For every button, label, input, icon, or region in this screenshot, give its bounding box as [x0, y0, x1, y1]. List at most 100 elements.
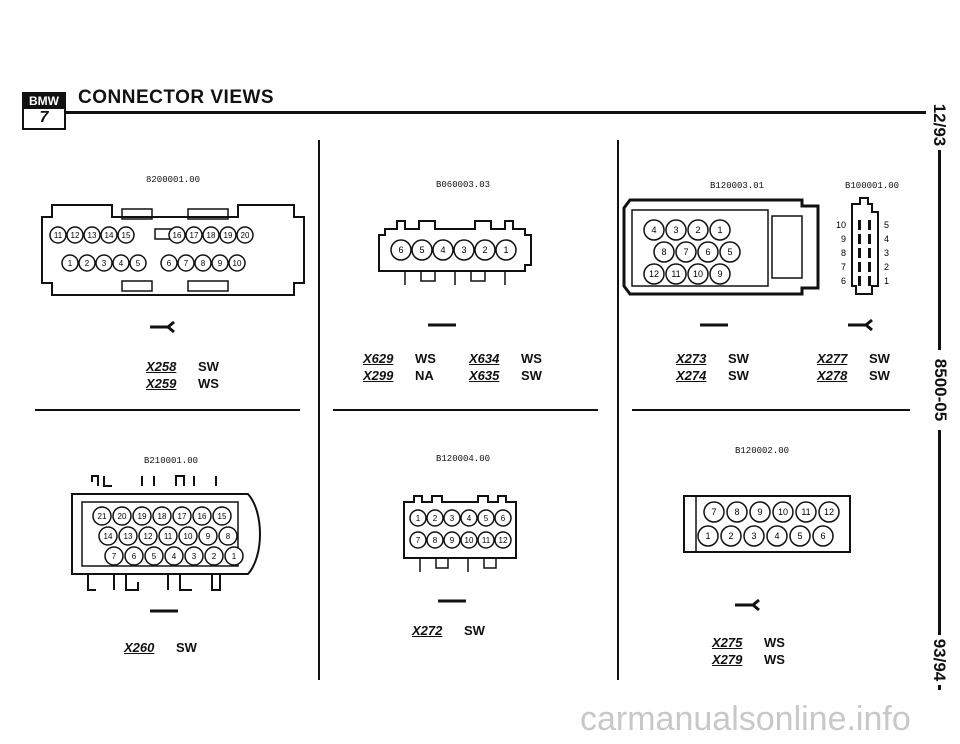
pin-circle — [665, 263, 687, 285]
pin-circle — [152, 506, 172, 526]
pin-label: 1 — [717, 225, 722, 235]
pin-circle — [720, 525, 742, 547]
pin-circle — [743, 525, 765, 547]
pin-label: 4 — [440, 245, 445, 255]
pin-label: 14 — [105, 231, 114, 240]
pin-label: 6 — [705, 247, 710, 257]
pin-circle — [83, 226, 101, 244]
pin-blade — [868, 234, 871, 244]
pin-circle — [426, 531, 444, 549]
pin-circle — [426, 509, 444, 527]
pin-circle — [409, 531, 427, 549]
pin-circle — [687, 263, 709, 285]
pin-circle — [477, 509, 495, 527]
pin-circle — [202, 226, 220, 244]
pin-circle — [184, 546, 204, 566]
pin-circle — [129, 254, 147, 272]
pin-label: 2 — [884, 262, 889, 272]
connector-symbol — [438, 599, 466, 603]
pin-circle — [494, 509, 512, 527]
pin-label: 7 — [112, 552, 117, 561]
pin-label: 5 — [136, 259, 141, 268]
pin-label: 20 — [118, 512, 127, 521]
pin-label: 5 — [419, 245, 424, 255]
connector-symbol — [150, 609, 178, 613]
pin-label: 15 — [122, 231, 131, 240]
pin-label: 3 — [450, 514, 455, 523]
pin-label: 12 — [499, 536, 508, 545]
pin-label: 18 — [158, 512, 167, 521]
pin-circle — [178, 526, 198, 546]
pin-circle — [477, 531, 495, 549]
pin-label: 1 — [232, 552, 237, 561]
pin-label: 7 — [711, 507, 716, 517]
pin-circle — [474, 239, 496, 261]
pin-label: 10 — [778, 507, 788, 517]
pin-circle — [219, 226, 237, 244]
logo-text: BMW — [24, 94, 64, 109]
pin-label: 3 — [192, 552, 197, 561]
pin-circle — [100, 226, 118, 244]
pin-label: 4 — [651, 225, 656, 235]
pin-circle — [697, 241, 719, 263]
pin-label: 8 — [734, 507, 739, 517]
pin-label: 6 — [841, 276, 846, 286]
pin-label: 4 — [774, 531, 779, 541]
part-number: B120004.00 — [436, 454, 491, 464]
pin-label: 2 — [728, 531, 733, 541]
divider-horizontal-1 — [35, 409, 300, 411]
pin-circle — [643, 219, 665, 241]
pin-circle — [211, 254, 229, 272]
pin-circle — [795, 501, 817, 523]
page-title: CONNECTOR VIEWS — [78, 87, 275, 108]
pin-label: 3 — [751, 531, 756, 541]
pin-circle — [453, 239, 475, 261]
pin-label: 4 — [884, 234, 889, 244]
pin-circle — [218, 526, 238, 546]
part-number: B120002.00 — [735, 446, 790, 456]
bmw-logo: BMW 7 — [22, 92, 66, 130]
pin-label: 1 — [416, 514, 421, 523]
pin-circle — [818, 501, 840, 523]
pin-circle — [443, 509, 461, 527]
pin-circle — [95, 254, 113, 272]
pin-label: 12 — [71, 231, 80, 240]
pin-blade — [868, 248, 871, 258]
pin-label: 3 — [884, 248, 889, 258]
pin-circle — [772, 501, 794, 523]
divider-horizontal-2 — [333, 409, 598, 411]
pin-label: 16 — [198, 512, 207, 521]
pin-circle — [158, 526, 178, 546]
pin-label: 6 — [820, 531, 825, 541]
pin-label: 7 — [184, 259, 189, 268]
pin-circle — [124, 546, 144, 566]
pin-circle — [643, 263, 665, 285]
pin-label: 3 — [461, 245, 466, 255]
pin-label: 17 — [178, 512, 187, 521]
pin-label: 8 — [201, 259, 206, 268]
pin-circle — [177, 254, 195, 272]
pin-label: 5 — [727, 247, 732, 257]
pin-circle — [494, 531, 512, 549]
pin-label: 11 — [801, 507, 810, 517]
pin-label: 8 — [841, 248, 846, 258]
part-number-2: B100001.00 — [845, 181, 900, 191]
pin-circle — [228, 254, 246, 272]
pin-circle — [118, 526, 138, 546]
pin-circle — [194, 254, 212, 272]
pin-label: 21 — [98, 512, 107, 521]
pin-circle — [112, 254, 130, 272]
pin-circle — [460, 531, 478, 549]
pin-label: 4 — [119, 259, 124, 268]
